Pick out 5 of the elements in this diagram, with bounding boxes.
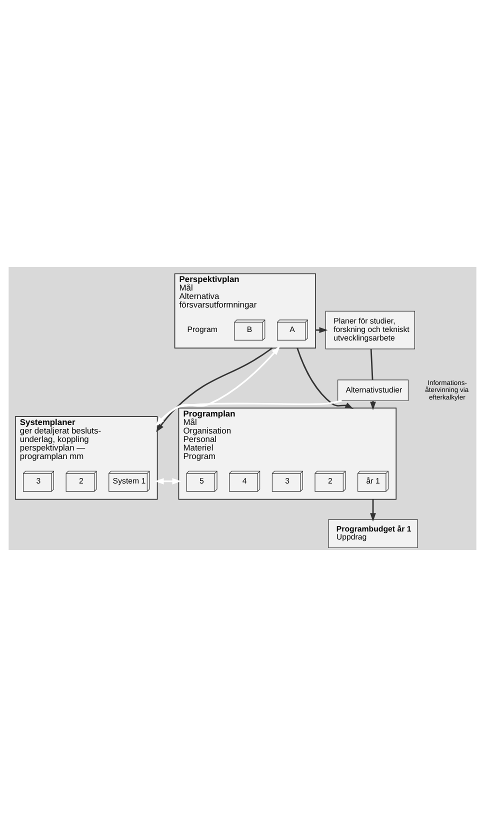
connector bbox=[370, 349, 374, 380]
arrow bbox=[370, 499, 376, 522]
arrow bbox=[154, 478, 182, 484]
arrow bbox=[316, 327, 328, 334]
arrow bbox=[296, 348, 354, 410]
